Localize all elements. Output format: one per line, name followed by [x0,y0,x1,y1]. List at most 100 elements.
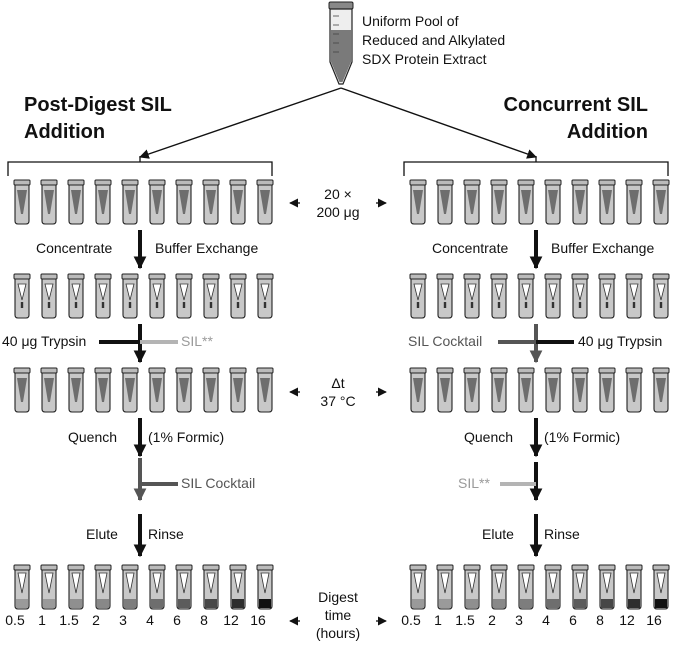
filter-insert [125,283,135,301]
tube-cap [148,564,166,571]
tube-cap [202,179,220,186]
tube-cap [544,367,562,374]
tube-cap [229,273,247,280]
tube-cap [13,179,31,186]
tube-cap [436,273,454,280]
time-point-label: 0.5 [5,612,25,628]
tube-cap [625,564,643,571]
filter-insert [206,190,216,214]
filter-tip [74,302,78,308]
time-point-label: 1 [434,612,442,628]
time-point-label: 1.5 [59,612,79,628]
tube-cap [67,273,85,280]
filter-tip [209,302,213,308]
time-point-label: 6 [569,612,577,628]
time-point-label: 2 [92,612,100,628]
tube-cap [256,367,274,374]
tube-cap [121,564,139,571]
filter-insert [179,572,189,594]
tube-cap [67,564,85,571]
left-bracket [7,156,273,176]
filter-insert [17,190,27,214]
filter-insert [152,572,162,594]
tube-cap [436,179,454,186]
tube-cap [625,179,643,186]
tube-cap [148,179,166,186]
tube-cap [544,179,562,186]
filter-insert [44,572,54,594]
filter-insert [17,378,27,402]
time-point-label: 2 [488,612,496,628]
tube-cap [148,367,166,374]
filter-insert [233,283,243,301]
filter-insert [152,190,162,214]
left-concentrate-label: Concentrate [36,240,113,256]
time-point-label: 12 [223,612,239,628]
tube-cap [256,273,274,280]
tube-cap [436,564,454,571]
tube-cap [571,367,589,374]
sample-amount-label: 20 × 200 μg [300,185,376,221]
filter-insert [656,378,666,402]
tube-cap [409,273,427,280]
eluate-liquid [151,599,163,608]
right-quench-label: Quench [464,429,514,445]
source-to-right-arrow [340,87,537,159]
filter-insert [413,190,423,214]
filter-tip [470,302,474,308]
eluate-liquid [601,599,613,608]
tube-cap [652,179,670,186]
filter-insert [260,572,270,594]
time-point-label: 8 [596,612,604,628]
filter-insert [521,190,531,214]
filter-insert [413,283,423,301]
eluate-liquid [574,599,586,608]
filter-insert [17,572,27,594]
filter-insert [125,572,135,594]
incubation-label: Δt 37 °C [300,374,376,410]
filter-insert [179,190,189,214]
filter-tip [605,302,609,308]
filter-insert [467,572,477,594]
digest-time-line: Digest [318,589,358,605]
left-rinse-label: Rinse [148,526,184,542]
incubation-line: 37 °C [320,393,356,409]
eluate-liquid [124,599,136,608]
digest-time-line: (hours) [315,625,361,641]
tube-cap [13,367,31,374]
filter-insert [521,572,531,594]
tube-cap [175,367,193,374]
filter-insert [413,378,423,402]
tube-cap [652,564,670,571]
filter-insert [575,572,585,594]
time-point-label: 8 [200,612,208,628]
tube-cap [256,179,274,186]
right-panel-title: Concurrent SIL Addition [504,92,648,146]
tube-cap [67,367,85,374]
filter-insert [440,378,450,402]
tube-cap [94,179,112,186]
digest-time-label: Digest time (hours) [300,588,376,642]
right-buffer-exchange-label: Buffer Exchange [551,240,655,256]
tube-cap [490,367,508,374]
tube-cap [175,179,193,186]
tube-cap [463,564,481,571]
tube-cap [598,273,616,280]
filter-insert [629,572,639,594]
filter-insert [260,283,270,301]
left-elute-label: Elute [86,526,118,542]
tube-cap [409,564,427,571]
tube-cap [148,273,166,280]
tube-cap [463,367,481,374]
filter-insert [179,378,189,402]
tube-cap [121,273,139,280]
filter-insert [98,378,108,402]
filter-insert [575,190,585,214]
source-tube-liquid [331,30,351,82]
tube-cap [490,273,508,280]
tube-cap [544,564,562,571]
tube-cap [229,367,247,374]
filter-tip [443,302,447,308]
filter-insert [233,572,243,594]
filter-tip [659,302,663,308]
